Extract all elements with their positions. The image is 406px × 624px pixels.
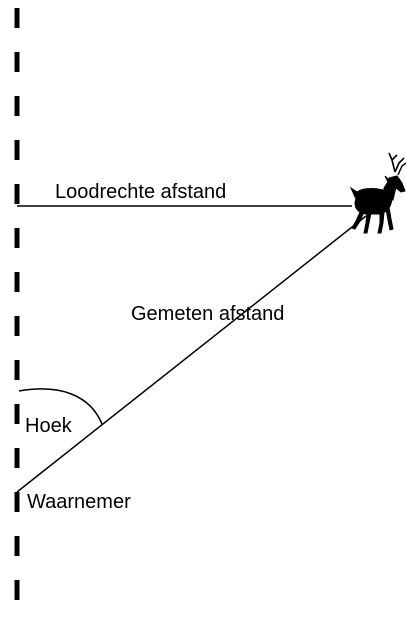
measured-distance-line	[16, 215, 367, 493]
angle-label: Hoek	[25, 415, 73, 437]
perpendicular-distance-label: Loodrechte afstand	[55, 181, 226, 203]
deer-icon	[349, 152, 406, 234]
observer-label: Waarnemer	[27, 491, 131, 513]
angle-arc	[18, 388, 103, 425]
measured-distance-label: Gemeten afstand	[131, 303, 284, 325]
